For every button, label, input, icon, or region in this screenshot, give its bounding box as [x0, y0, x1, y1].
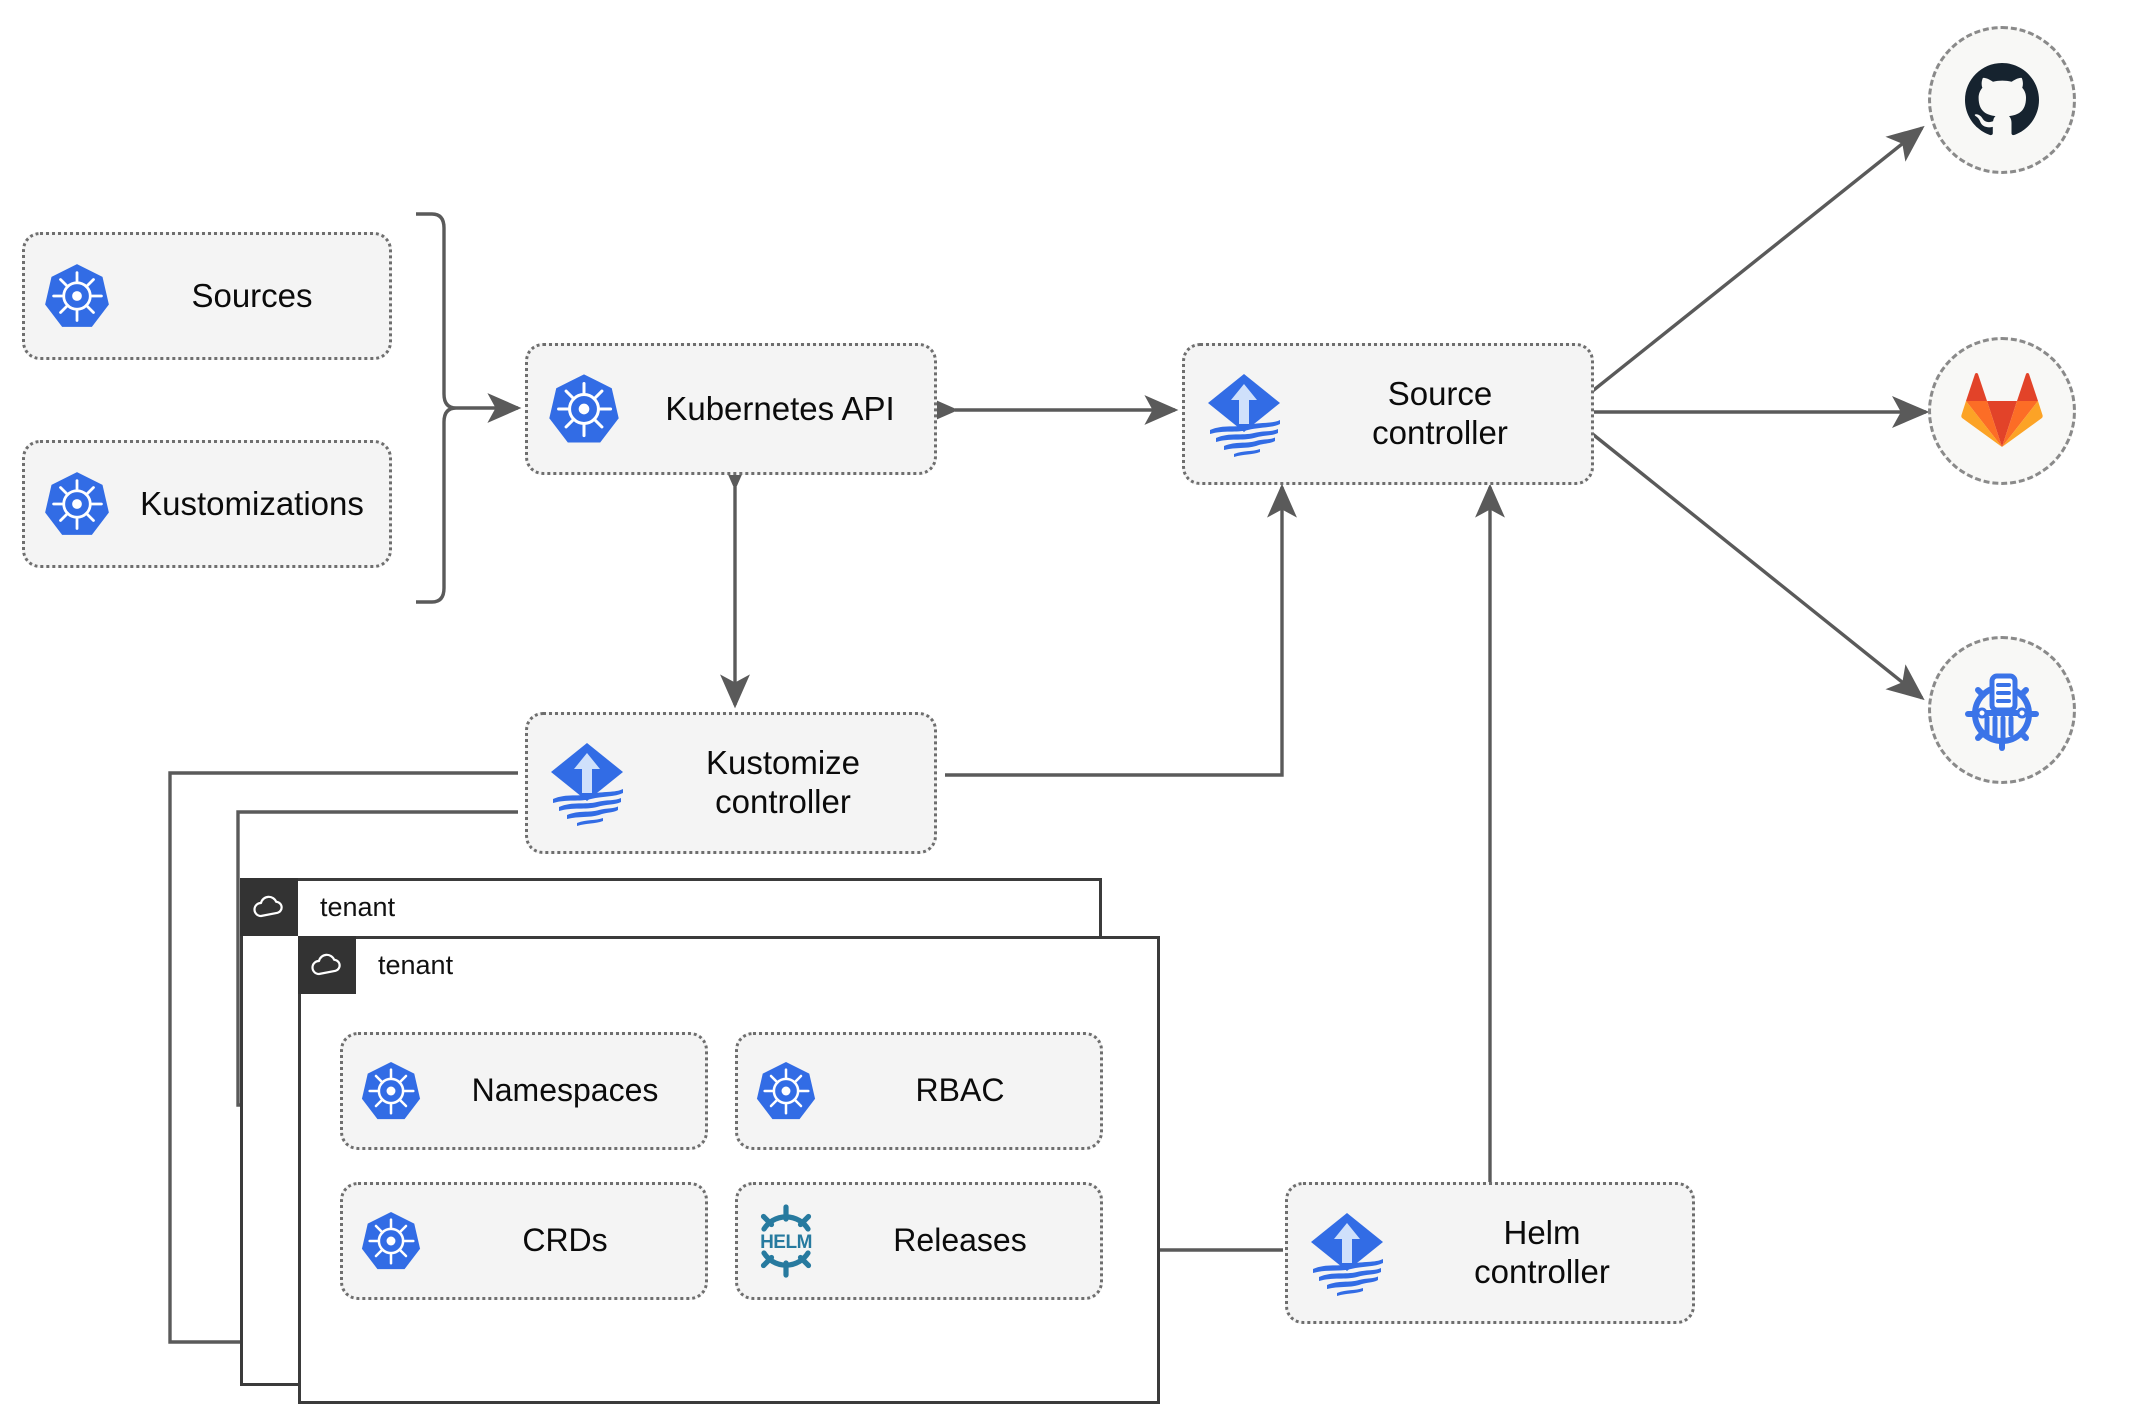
node-releases[interactable]: HELM Releases — [735, 1182, 1103, 1300]
node-sources[interactable]: Sources — [22, 232, 392, 360]
kubernetes-icon — [25, 470, 129, 538]
flux-icon — [1185, 370, 1303, 458]
node-label: Sources — [191, 276, 313, 314]
endpoint-github[interactable] — [1928, 26, 2076, 174]
kubernetes-icon — [343, 1210, 439, 1272]
node-label: Releases — [893, 1222, 1027, 1259]
endpoint-helm-repository[interactable] — [1928, 636, 2076, 784]
tenant-header: tenant — [298, 936, 453, 994]
flux-icon — [528, 739, 646, 827]
kubernetes-icon — [25, 262, 129, 330]
node-label: CRDs — [522, 1222, 608, 1259]
endpoint-gitlab[interactable] — [1928, 337, 2076, 485]
node-kubernetes-api[interactable]: Kubernetes API — [525, 343, 937, 475]
node-label: RBAC — [915, 1072, 1005, 1109]
gitlab-icon — [1961, 372, 2043, 447]
kubernetes-icon — [738, 1060, 834, 1122]
node-label: Namespaces — [471, 1072, 659, 1109]
node-rbac[interactable]: RBAC — [735, 1032, 1103, 1150]
kubernetes-icon — [343, 1060, 439, 1122]
tenant-name: tenant — [378, 949, 454, 980]
flux-icon — [1288, 1209, 1406, 1297]
helm-repository-icon — [1965, 673, 2039, 751]
node-label: Source controller — [1372, 375, 1508, 451]
tenant-name: tenant — [320, 891, 396, 922]
node-label: Kustomize controller — [705, 744, 861, 820]
node-namespaces[interactable]: Namespaces — [340, 1032, 708, 1150]
node-kustomizations[interactable]: Kustomizations — [22, 440, 392, 568]
cloud-icon — [298, 936, 356, 994]
helm-icon: HELM — [738, 1203, 834, 1279]
cloud-icon — [240, 878, 298, 936]
node-label: Kustomizations — [140, 484, 364, 522]
node-source-controller[interactable]: Source controller — [1182, 343, 1594, 485]
node-crds[interactable]: CRDs — [340, 1182, 708, 1300]
svg-text:HELM: HELM — [760, 1232, 812, 1253]
node-label: Helm controller — [1474, 1214, 1610, 1290]
github-icon — [1965, 63, 2039, 136]
tenant-container-inner[interactable]: tenant — [298, 936, 1160, 1404]
kubernetes-icon — [528, 372, 640, 446]
tenant-header: tenant — [240, 878, 395, 936]
node-label: Kubernetes API — [665, 389, 895, 427]
node-kustomize-controller[interactable]: Kustomize controller — [525, 712, 937, 854]
node-helm-controller[interactable]: Helm controller — [1285, 1182, 1695, 1324]
